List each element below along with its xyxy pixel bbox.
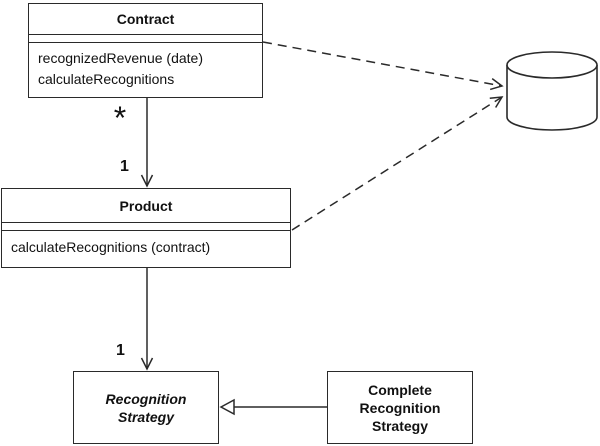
database-cylinder-icon <box>506 51 598 131</box>
contract-members: recognizedRevenue (date) calculateRecogn… <box>29 43 262 97</box>
class-box-product: Product calculateRecognitions (contract) <box>1 188 291 268</box>
complete-recognition-strategy-line-2: Recognition <box>359 399 441 416</box>
multiplicity-one-label-product-strategy: 1 <box>116 342 125 359</box>
recognition-strategy-line-1: Recognition <box>105 390 187 407</box>
class-title-contract: Contract <box>116 11 175 27</box>
product-empty-compartment <box>2 222 290 231</box>
complete-recognition-strategy-line-1: Complete <box>368 381 432 398</box>
generalization-arrow <box>219 398 328 416</box>
multiplicity-one-label-contract-product: 1 <box>120 158 129 175</box>
multiplicity-many-label: * <box>113 100 127 136</box>
recognition-strategy-line-2: Strategy <box>117 408 175 425</box>
contract-member-calculate-recognitions: calculateRecognitions <box>38 71 175 87</box>
dependency-contract-database <box>262 41 504 91</box>
contract-empty-compartment <box>29 34 262 43</box>
class-box-contract: Contract recognizedRevenue (date) calcul… <box>28 3 263 98</box>
complete-recognition-strategy-line-3: Strategy <box>371 417 429 434</box>
product-member-calculate-recognitions: calculateRecognitions (contract) <box>11 239 211 255</box>
contract-member-recognized-revenue: recognizedRevenue (date) <box>38 50 203 66</box>
class-title-product: Product <box>119 197 173 214</box>
dependency-product-database <box>291 96 504 231</box>
class-box-complete-recognition-strategy: Complete Recognition Strategy <box>327 371 473 444</box>
product-members: calculateRecognitions (contract) <box>2 231 290 267</box>
class-box-recognition-strategy: Recognition Strategy <box>73 371 219 444</box>
